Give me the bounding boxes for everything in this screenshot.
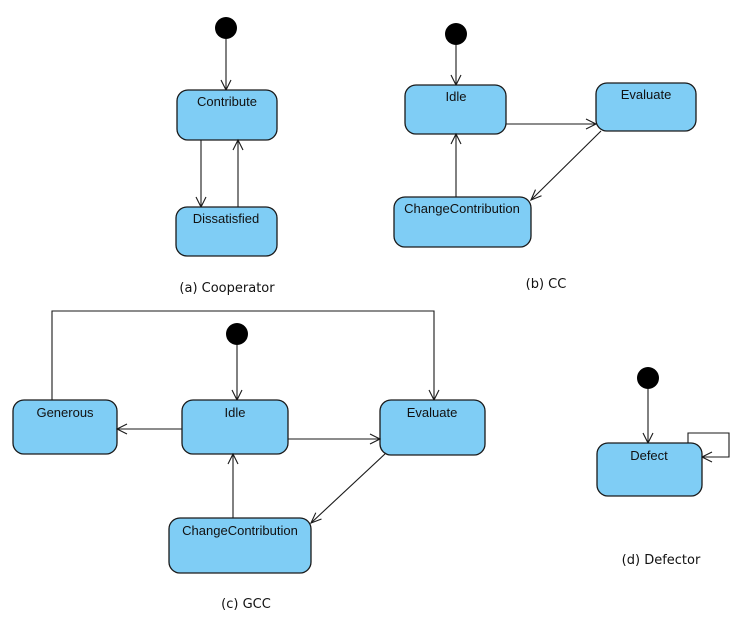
panel-b-edge-evaluate-change <box>530 130 602 201</box>
panel-b-label-evaluate: Evaluate <box>621 87 672 102</box>
panel-b-label-change-contribution: ChangeContribution <box>404 201 520 216</box>
panel-c-label-change-contribution: ChangeContribution <box>182 523 298 538</box>
panel-c-gcc: Generous Idle Evaluate ChangeContributio… <box>12 310 486 612</box>
panel-c-state-change-contribution <box>168 517 312 574</box>
panel-c-arrowhead <box>227 452 239 465</box>
panel-c-state-generous <box>12 399 118 455</box>
panel-c-label-idle: Idle <box>225 405 246 420</box>
panel-b-arrowhead <box>585 118 598 130</box>
panel-c-state-evaluate <box>379 399 486 456</box>
panel-a-state-contribute <box>176 89 278 141</box>
panel-a-state-dissatisfied <box>175 206 278 257</box>
panel-a-label-contribute: Contribute <box>197 94 257 109</box>
panel-b-initial-node <box>445 23 467 45</box>
panel-d-initial-node <box>637 367 659 389</box>
panel-d-edge-self-loop <box>687 432 730 458</box>
panel-b-cc: Idle Evaluate ChangeContribution (b) CC <box>393 23 697 292</box>
panel-b-state-evaluate <box>595 82 697 132</box>
panel-a-caption: (a) Cooperator <box>179 281 275 296</box>
panel-a-label-dissatisfied: Dissatisfied <box>193 211 259 226</box>
panel-d-defector: Defect (d) Defector <box>596 367 730 568</box>
panel-b-label-idle: Idle <box>446 89 467 104</box>
panel-a-arrowhead <box>232 138 244 151</box>
panel-b-state-change-contribution <box>393 196 532 248</box>
panel-c-state-idle <box>181 399 289 455</box>
panel-a-cooperator: Contribute Dissatisfied (a) Cooperator <box>175 17 278 296</box>
panel-c-label-generous: Generous <box>36 405 94 420</box>
panel-d-caption: (d) Defector <box>622 553 701 568</box>
panel-c-edge-generous-evaluate <box>51 310 435 400</box>
panel-c-initial-node <box>226 323 248 345</box>
panel-c-caption: (c) GCC <box>221 597 271 612</box>
panel-b-arrowhead <box>529 189 542 202</box>
panel-b-arrowhead <box>450 132 462 145</box>
panel-d-state-defect <box>596 442 703 497</box>
panel-c-arrowhead <box>369 433 382 445</box>
panel-c-arrowhead <box>115 423 128 435</box>
panel-a-initial-node <box>215 17 237 39</box>
panel-d-label-defect: Defect <box>630 448 668 463</box>
panel-c-arrowhead <box>309 512 322 524</box>
panel-b-caption: (b) CC <box>526 277 567 292</box>
panel-c-label-evaluate: Evaluate <box>407 405 458 420</box>
panel-c-edge-evaluate-change <box>310 452 387 524</box>
